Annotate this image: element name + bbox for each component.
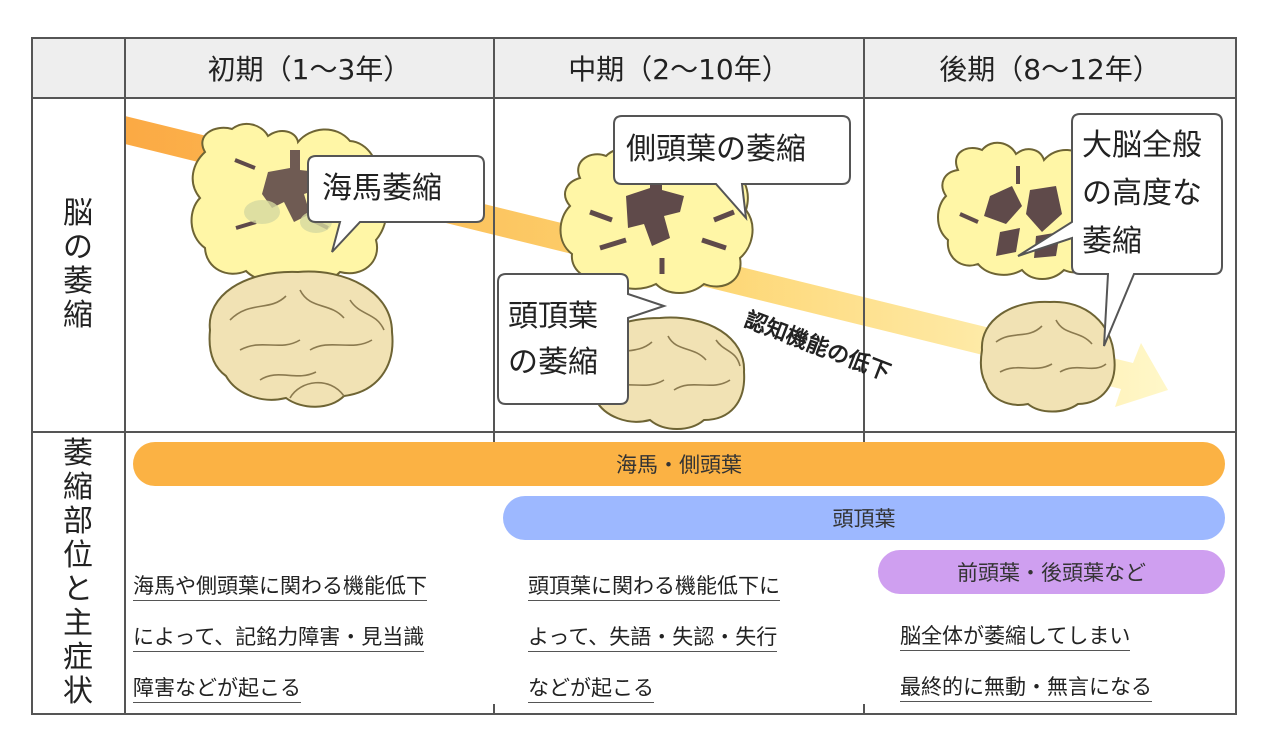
bubble-text-early: 海馬萎縮	[322, 171, 442, 206]
bubble-late-global	[1017, 113, 1223, 347]
bubble-text-mid-top: 側頭葉の萎縮	[626, 132, 806, 167]
bubble-text-late: 大脳全般 の高度な 萎縮	[1082, 128, 1202, 259]
description-mid: 頭頂葉に関わる機能低下に よって、失語・失認・失行 などが起こる	[528, 562, 780, 715]
description-late: 脳全体が萎縮してしまい 最終的に無動・無言になる	[900, 612, 1152, 714]
bar-hippocampus-temporal: 海馬・側頭葉	[133, 442, 1225, 486]
table-grid	[31, 37, 1237, 715]
early-side-brain	[208, 270, 394, 408]
column-header-early: 初期（1〜3年）	[207, 53, 412, 86]
row-label-atrophy-site-symptoms: 萎 縮 部 位 と 主 症 状	[63, 436, 93, 709]
description-early: 海馬や側頭葉に関わる機能低下 によって、記銘力障害・見当識 障害などが起こる	[133, 562, 427, 715]
bubble-early-hippocampus	[307, 155, 485, 253]
bubble-mid-temporal	[613, 115, 851, 222]
bubble-text-mid-bottom: 頭頂葉 の萎縮	[508, 299, 598, 380]
bar-frontal-occipital: 前頭葉・後頭葉など	[878, 550, 1225, 594]
header-row-background	[32, 38, 1236, 98]
table-grid-lower-dividers	[493, 432, 865, 714]
bubble-mid-parietal	[497, 273, 668, 405]
row-label-brain-atrophy: 脳 の 萎 縮	[63, 196, 93, 333]
column-header-late: 後期（8〜12年）	[939, 53, 1161, 86]
late-side-brain	[979, 300, 1116, 413]
column-header-mid: 中期（2〜10年）	[568, 53, 790, 86]
bar-parietal: 頭頂葉	[503, 496, 1225, 540]
